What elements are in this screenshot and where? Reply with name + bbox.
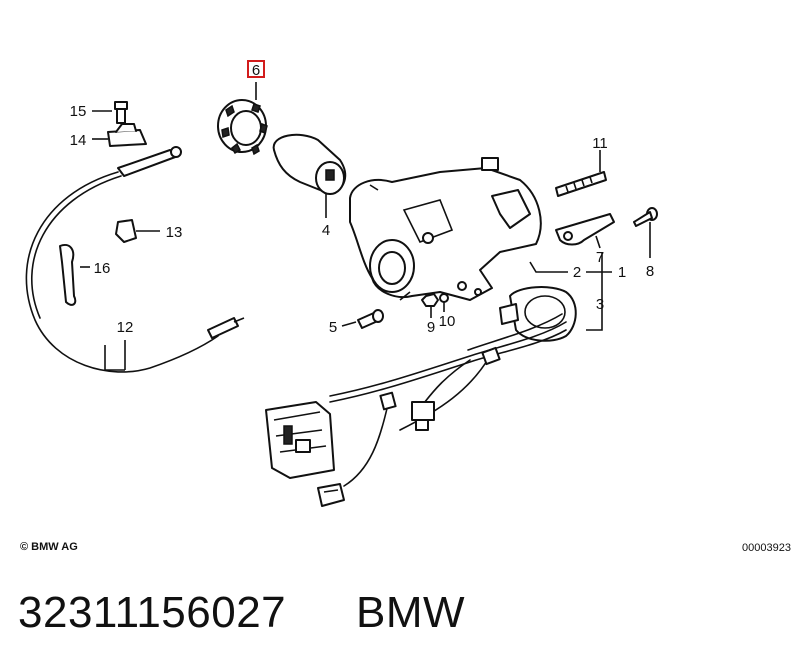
callout-13: 13	[166, 224, 183, 241]
part-9-nut	[421, 293, 439, 318]
part-1-housing	[349, 157, 542, 301]
callout-3: 3	[596, 296, 604, 313]
brand-caption: BMW	[356, 588, 466, 637]
part-16-bracket	[59, 244, 90, 306]
callout-11: 11	[592, 135, 608, 152]
callout-5: 5	[329, 319, 337, 336]
wiring-harness	[265, 313, 567, 507]
callout-9: 9	[427, 319, 435, 336]
part-4-cylinder	[272, 133, 347, 218]
callout-6-highlight-box	[247, 60, 265, 78]
part-13-clip	[115, 219, 160, 243]
part-7-lever	[555, 213, 615, 249]
part-number-caption: 32311156027	[18, 588, 287, 637]
callout-12: 12	[117, 319, 134, 336]
callout-16: 16	[94, 260, 111, 277]
callout-1: 1	[618, 264, 626, 281]
part-15-bolt	[92, 101, 128, 124]
diagram-number: 00003923	[742, 542, 791, 554]
callout-8: 8	[646, 263, 654, 280]
callout-15: 15	[70, 103, 87, 120]
part-10-washer	[439, 293, 449, 312]
part-5-screw	[341, 309, 384, 329]
callout-6: 6	[252, 62, 260, 79]
part-14-clip	[92, 123, 147, 147]
parts-diagram: 6 15 14 11 13 4 8 7 16 2 1 3 12 5 9 10	[25, 60, 658, 507]
callout-2: 2	[573, 264, 581, 281]
callout-4: 4	[322, 222, 330, 239]
callout-7: 7	[596, 249, 604, 266]
part-6-ring	[217, 82, 268, 156]
callout-10: 10	[439, 313, 456, 330]
leader-1-3	[586, 252, 603, 331]
part-11-screw	[555, 150, 607, 197]
part-3-ignition-switch	[499, 286, 577, 342]
leader-2	[529, 261, 568, 273]
part-8-screw	[633, 207, 658, 258]
part-12-cable	[25, 146, 245, 373]
callout-14: 14	[70, 132, 87, 149]
copyright-notice: © BMW AG	[20, 541, 78, 553]
